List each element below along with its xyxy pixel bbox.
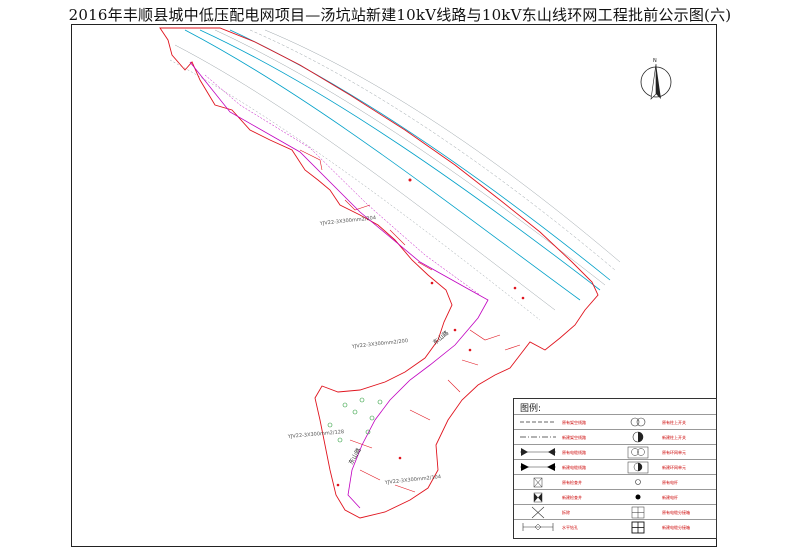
legend-row: 原有架空线路 原有柱上开关 — [514, 414, 716, 430]
legend-left-text: 新建检查井 — [562, 495, 582, 500]
legend-row: 水平钻孔 新建电缆分接箱 — [514, 519, 716, 535]
legend-row: 原有检查井 原有电杆 — [514, 474, 716, 490]
legend-left-text: 原有电缆线路 — [562, 450, 586, 455]
legend-right-text: 新建电缆分接箱 — [662, 525, 690, 530]
legend-left-text: 原有架空线路 — [562, 420, 586, 425]
drawing-title: 2016年丰顺县城中低压配电网项目—汤坑站新建10kV线路与10kV东山线环网工… — [68, 6, 732, 24]
road-label-2: 东山路 — [347, 446, 363, 466]
north-label: N — [653, 58, 657, 64]
legend-left-text: 原有检查井 — [562, 480, 582, 485]
parcel-boundary — [159, 27, 599, 519]
legend-row: 新建电缆线路 新建环网单元 — [514, 459, 716, 475]
legend-right-text: 原有柱上开关 — [662, 420, 686, 425]
dashdot-line-icon — [520, 436, 556, 438]
legend-left-text: 新建架空线路 — [562, 435, 586, 440]
building-outlines — [299, 149, 521, 493]
small-circle-icon — [635, 479, 641, 485]
box-bars-icon — [631, 506, 645, 519]
pipe-bar-icon — [522, 523, 554, 531]
legend-panel: 图例: 原有架空线路 原有柱上开关 新建架空线路 新建柱上开关 原有电缆线路 原… — [513, 398, 717, 539]
site-markers — [336, 178, 525, 487]
legend-right-text: 新建环网单元 — [662, 465, 686, 470]
triangle-pair-filled-icon — [520, 463, 556, 471]
legend-right-text: 原有电缆分接箱 — [662, 510, 690, 515]
cable-route — [189, 61, 489, 509]
legend-right-text: 新建电杆 — [662, 495, 678, 500]
double-circle-icon — [630, 417, 646, 427]
legend-row: 原有电缆线路 原有环网单元 — [514, 444, 716, 460]
circle-half-icon — [632, 431, 644, 443]
triangle-pair-outline-icon — [520, 448, 556, 456]
circle-half-box-icon — [627, 461, 649, 474]
road-corridor-grey — [169, 29, 621, 321]
cable-label-c4: YJV22-3X300mm2/104 — [384, 474, 442, 486]
road-corridor — [184, 29, 611, 301]
cable-route-2 — [204, 74, 481, 296]
legend-left-text: 新建电缆线路 — [562, 465, 586, 470]
double-circle-box-icon — [627, 446, 649, 459]
big-x-icon — [531, 506, 545, 519]
legend-right-text: 原有环网单元 — [662, 450, 686, 455]
legend-row: 拆除 原有电缆分接箱 — [514, 504, 716, 520]
box-bars-bold-icon — [631, 521, 645, 534]
legend-right-text: 原有电杆 — [662, 480, 678, 485]
box-x-icon — [533, 477, 543, 488]
north-arrow-icon — [640, 63, 672, 100]
tree-symbols — [327, 397, 383, 443]
legend-right-text: 新建柱上开关 — [662, 435, 686, 440]
cable-label-c3: YJV22-3X300mm2/128 — [287, 429, 345, 440]
dash-line-icon — [520, 421, 556, 423]
legend-left-text: 水平钻孔 — [562, 525, 578, 530]
dot-icon — [635, 494, 641, 500]
legend-title: 图例: — [520, 404, 542, 414]
legend-left-text: 拆除 — [562, 510, 570, 515]
legend-row: 新建架空线路 新建柱上开关 — [514, 429, 716, 445]
bowtie-box-icon — [533, 492, 543, 503]
cable-label-c1: YJV22-3X300mm2/204 — [319, 215, 377, 227]
cable-label-c2: YJV22-3X300mm2/200 — [351, 338, 409, 350]
legend-row: 新建检查井 新建电杆 — [514, 489, 716, 505]
